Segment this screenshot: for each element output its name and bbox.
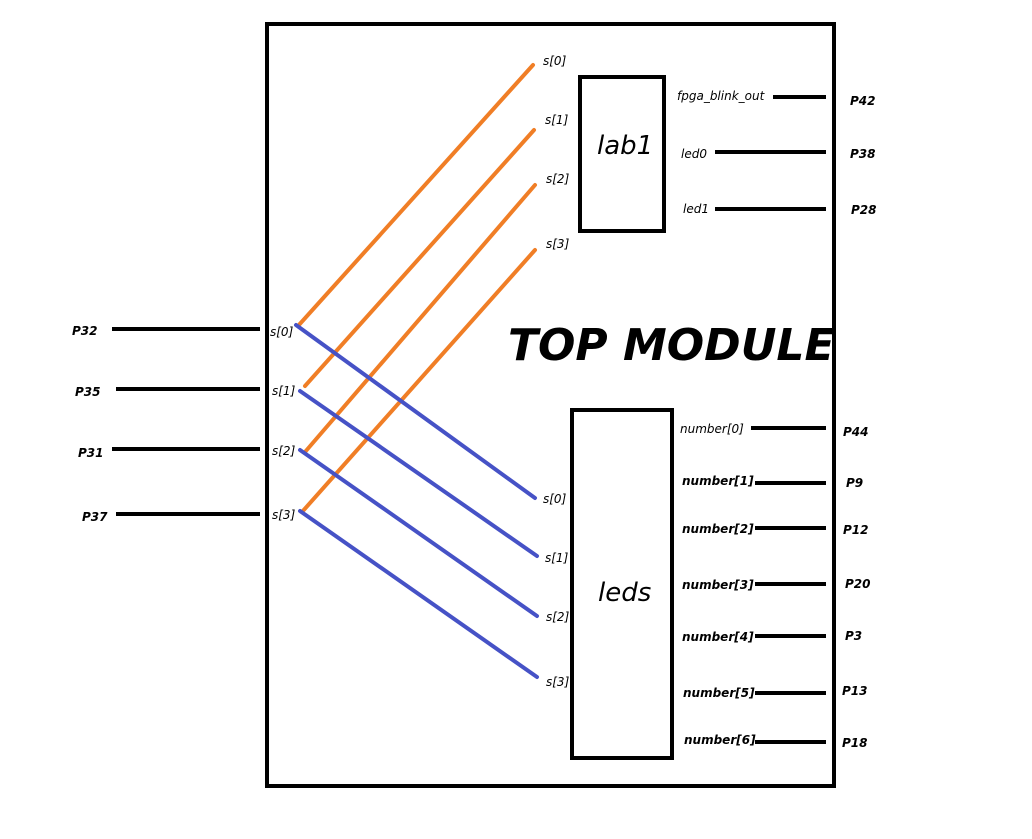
leds-module-box [570, 408, 674, 760]
input-pin-name-3: P37 [82, 510, 108, 524]
lab1-input-labels: s[0] s[1] s[2] s[3] [543, 54, 570, 251]
lab1-module-label: lab1 [597, 131, 653, 161]
lab1-output-label-1: led0 [681, 147, 707, 161]
wire-to-leds-s3 [298, 509, 539, 679]
input-pin-name-2: P31 [78, 446, 104, 460]
input-pin-name-1: P35 [75, 385, 101, 399]
input-pin-name-0: P32 [72, 324, 98, 338]
lab1-output-pin-0: P42 [850, 94, 876, 108]
wire-to-lab1-s3 [300, 248, 537, 514]
leds-output-label-6: number[6] [684, 733, 756, 747]
lab1-input-label-0: s[0] [543, 54, 567, 68]
leds-output-pin-5: P13 [842, 684, 868, 698]
lab1-module-box [578, 75, 666, 233]
leds-input-label-1: s[1] [545, 551, 569, 565]
leds-output-label-1: number[1] [682, 474, 754, 488]
leds-output-pin-3: P20 [845, 577, 871, 591]
top-module-box [265, 22, 836, 788]
lab1-output-ports: fpga_blink_out led0 led1 P42 P38 P28 [677, 89, 877, 217]
leds-output-pin-1: P9 [846, 476, 863, 490]
leds-output-label-4: number[4] [682, 630, 754, 644]
top-input-ports: P32 P35 P31 P37 s[0] s[1] s[2] s[3] [72, 324, 296, 524]
wire-to-leds-s1 [298, 389, 539, 558]
top-input-label-0: s[0] [270, 325, 294, 339]
leds-output-pin-2: P12 [843, 523, 869, 537]
wire-to-lab1-s0 [296, 63, 535, 328]
leds-input-label-3: s[3] [546, 675, 570, 689]
leds-output-pin-4: P3 [845, 629, 862, 643]
wire-to-lab1-s1 [303, 128, 536, 388]
wire-to-leds-s2 [298, 448, 539, 618]
lab1-input-label-2: s[2] [546, 172, 570, 186]
leds-output-label-3: number[3] [682, 578, 754, 592]
lab1-output-pin-2: P28 [851, 203, 877, 217]
leds-output-label-0: number[0] [680, 422, 744, 436]
leds-input-label-2: s[2] [546, 610, 570, 624]
wire-to-lab1-s2 [303, 183, 537, 454]
wire-to-leds-s0 [294, 323, 537, 500]
top-input-label-2: s[2] [272, 444, 296, 458]
leds-output-label-5: number[5] [683, 686, 755, 700]
lab1-input-label-1: s[1] [545, 113, 569, 127]
leds-output-ports: number[0] number[1] number[2] number[3] … [680, 422, 871, 750]
top-module-title: TOP MODULE [508, 320, 835, 371]
top-input-label-3: s[3] [272, 508, 296, 522]
lab1-output-pin-1: P38 [850, 147, 876, 161]
lab1-output-label-0: fpga_blink_out [677, 89, 766, 103]
lab1-input-label-3: s[3] [546, 237, 570, 251]
leds-output-label-2: number[2] [682, 522, 754, 536]
leds-input-label-0: s[0] [543, 492, 567, 506]
top-input-label-1: s[1] [272, 384, 296, 398]
leds-output-pin-6: P18 [842, 736, 868, 750]
leds-input-labels: s[0] s[1] s[2] s[3] [543, 492, 570, 689]
leds-module-label: leds [598, 578, 651, 608]
signal-wires [294, 63, 539, 679]
lab1-output-label-2: led1 [683, 202, 709, 216]
leds-output-pin-0: P44 [843, 425, 869, 439]
